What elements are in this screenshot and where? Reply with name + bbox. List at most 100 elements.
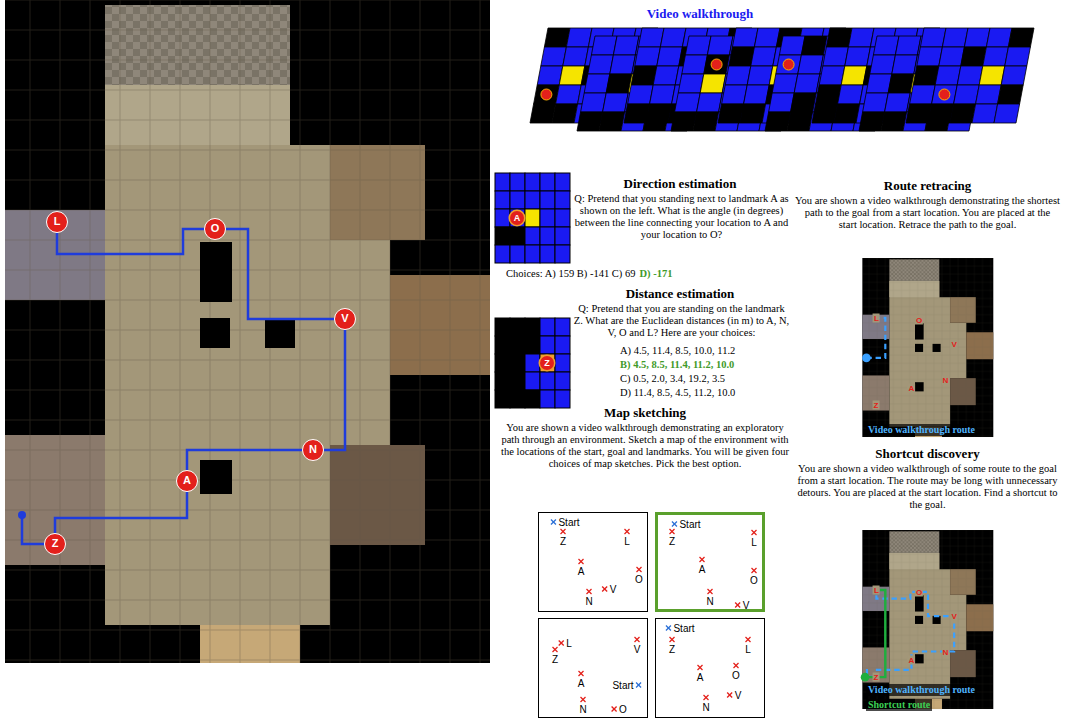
map-landmark: N xyxy=(942,647,950,656)
frame-cell xyxy=(769,93,795,112)
grid-cell xyxy=(555,245,570,263)
sketch-label: N xyxy=(706,596,713,607)
landmark-marker: Z xyxy=(44,533,66,555)
cross-mark xyxy=(587,589,592,594)
cross-mark xyxy=(698,665,703,670)
frame-cell xyxy=(704,55,730,74)
cross-mark xyxy=(559,641,564,646)
cross-mark xyxy=(670,637,675,642)
frame-landmark xyxy=(783,59,794,70)
frame-cell xyxy=(845,47,871,66)
grid-cell xyxy=(495,191,510,209)
frame-cell xyxy=(563,47,589,66)
cross-mark xyxy=(672,522,677,527)
grid-cell xyxy=(510,354,525,372)
grid-cell xyxy=(525,390,540,408)
frame-cell xyxy=(888,74,914,93)
cross-mark xyxy=(635,637,640,642)
frame-cell xyxy=(697,93,723,112)
walkthrough-route xyxy=(866,318,885,358)
sketch-marks xyxy=(658,515,762,609)
frame-cell xyxy=(541,47,567,66)
cross-mark xyxy=(727,693,732,698)
task-description: You are shown a video walkthrough demons… xyxy=(795,195,1060,231)
task-description: You are shown a video walkthrough of som… xyxy=(795,463,1060,511)
frame-cell xyxy=(722,85,748,104)
frame-cell xyxy=(544,28,570,47)
cross-mark xyxy=(636,683,641,688)
landmark-marker: A xyxy=(176,470,198,492)
answer-choice: D) 11.4, 8.5, 4.5, 11.2, 10.0 xyxy=(620,387,735,399)
frame-cell xyxy=(976,85,1002,104)
landmark-marker: V xyxy=(334,308,356,330)
cross-mark xyxy=(581,697,586,702)
frame-cell xyxy=(631,66,657,85)
floor-tiles xyxy=(5,0,490,663)
question-text: Q: Pretend that you are standing on the … xyxy=(573,303,790,339)
frame-cell xyxy=(751,47,777,66)
cross-mark xyxy=(561,529,566,534)
route-connector xyxy=(57,229,204,254)
landmark-letter: A xyxy=(183,474,191,486)
cross-mark xyxy=(612,707,617,712)
frame-cell xyxy=(932,85,958,104)
cross-mark xyxy=(700,557,705,562)
grid-cell xyxy=(525,173,540,191)
frame-cell xyxy=(729,47,755,66)
map-sketch-option: StartZLAONV xyxy=(538,512,648,612)
frame-cell xyxy=(552,104,578,123)
grid-cell xyxy=(540,173,555,191)
grid-cell xyxy=(540,390,555,408)
frame-landmark xyxy=(939,89,950,100)
grid-cell xyxy=(540,336,555,354)
route-connector xyxy=(187,450,302,470)
frame-cell xyxy=(740,104,766,123)
frame-cell xyxy=(819,66,845,85)
frame-cell xyxy=(873,36,899,55)
cross-mark xyxy=(700,557,705,562)
cross-mark xyxy=(553,647,558,652)
section-heading: Route retracing xyxy=(795,178,1060,193)
frame-cell xyxy=(859,112,885,131)
grid-cell xyxy=(540,191,555,209)
sketch-label: L xyxy=(624,536,630,547)
frame-cell xyxy=(650,85,676,104)
sketch-label: O xyxy=(635,574,643,585)
grid-cell xyxy=(495,318,510,336)
sketch-label: Start xyxy=(679,519,700,530)
sketch-marks xyxy=(539,513,647,611)
cross-mark xyxy=(734,663,739,668)
cross-mark xyxy=(561,529,566,534)
direction-grid xyxy=(495,173,570,263)
frame-cell xyxy=(624,104,650,123)
frame-cell xyxy=(791,93,817,112)
frame-cell xyxy=(798,55,824,74)
grid-cell xyxy=(555,173,570,191)
cross-mark xyxy=(551,520,556,525)
frame-cell xyxy=(700,74,726,93)
cross-mark xyxy=(704,695,709,700)
cross-mark xyxy=(625,529,630,534)
frame-cell xyxy=(787,112,813,131)
map-sketch-option: StartZLAONV xyxy=(655,618,765,718)
cross-mark xyxy=(727,693,732,698)
section-heading: Map sketching xyxy=(500,405,790,420)
sketch-label: V xyxy=(735,690,742,701)
cross-mark xyxy=(579,559,584,564)
start-dot xyxy=(862,354,871,363)
landmark-letter: O xyxy=(211,222,220,234)
grid-cell xyxy=(540,209,555,227)
frame-cell xyxy=(801,36,827,55)
sketch-marks xyxy=(539,619,647,717)
frame-cell xyxy=(942,28,968,47)
cross-mark xyxy=(581,697,586,702)
grid-cell xyxy=(555,318,570,336)
cross-mark xyxy=(612,707,617,712)
landmark-letter: V xyxy=(341,312,348,324)
distance-grid xyxy=(495,318,570,408)
frame-cell xyxy=(972,104,998,123)
grid-landmark: Z xyxy=(540,356,554,370)
cross-mark xyxy=(752,568,757,573)
grid-cell xyxy=(555,336,570,354)
